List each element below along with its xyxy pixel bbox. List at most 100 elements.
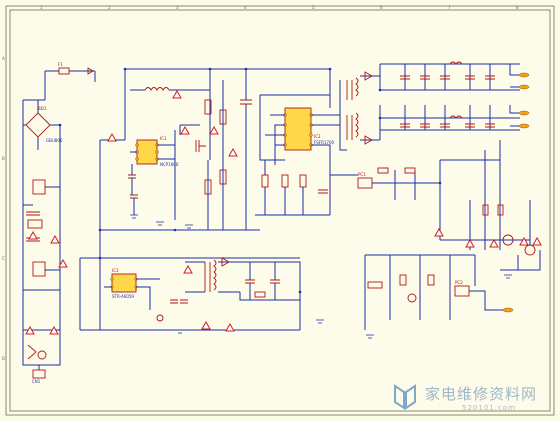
resistor-r8 (377, 167, 389, 174)
resistor-r12 (254, 291, 266, 298)
thermistor (37, 350, 47, 360)
output-inductor-2 (449, 115, 463, 119)
tick-top-8: 8 (516, 5, 519, 10)
opto1-label: PC1 (358, 172, 366, 177)
x-cap-box (27, 219, 43, 229)
tick-top-4: 4 (244, 5, 247, 10)
output-pin-4 (518, 123, 530, 129)
output-pin-1 (518, 72, 530, 78)
warning-icon (58, 258, 68, 268)
cm-choke-2 (32, 261, 46, 277)
tick-top-2: 2 (108, 5, 111, 10)
tick-side-a: A (2, 56, 5, 61)
standby-section: IC3 STR-A6059 (79, 257, 324, 334)
output-section (364, 61, 530, 145)
sheet-inner-frame (9, 9, 551, 412)
fuse-label: F1 (58, 62, 63, 67)
resistor-r5 (261, 174, 269, 188)
pfc-ic-ref: IC1 (160, 136, 167, 141)
standby-ic (111, 273, 137, 293)
tick-side-c: C (2, 256, 5, 261)
warning-icon (183, 264, 193, 274)
tick-top-1: 1 (40, 5, 43, 10)
bulk-capacitor (240, 99, 252, 105)
output-pin-2 (518, 84, 530, 90)
opto2-label: PC2 (455, 280, 463, 285)
main-transformer (346, 77, 359, 100)
pwm-section: IC2 FSFR1700 (255, 69, 380, 216)
watermark-logo-icon (394, 384, 416, 410)
resistor-r7 (299, 174, 307, 188)
resistor-r1 (204, 99, 212, 115)
pfc-section: IC1 NCP1606 (99, 68, 330, 260)
resistor-r10 (482, 204, 489, 216)
warning-icon (172, 89, 182, 99)
pwm-ic-part: FSFR1700 (314, 140, 334, 145)
bridge-rectifier (25, 112, 51, 138)
warning-icon (519, 236, 529, 246)
warning-icon (28, 230, 38, 240)
ac-input-section: F1 BD1 GBU806 CN1 (22, 62, 96, 384)
warning-markers (25, 89, 542, 335)
tick-top-6: 6 (380, 5, 383, 10)
pfc-mosfet (195, 140, 206, 152)
junction-dots (58, 67, 442, 294)
tick-side-b: B (2, 156, 5, 161)
optocoupler-2 (454, 285, 470, 297)
output-diode-1 (364, 71, 373, 81)
bridge-ref-label: BD1 (38, 106, 47, 111)
border-ticks-top: 1 2 3 4 5 6 7 8 (40, 5, 519, 10)
transistor-q2 (524, 244, 536, 256)
resistor-r14 (427, 274, 435, 286)
transistor-q3 (407, 293, 417, 303)
control-section: PC2 (364, 254, 514, 339)
red-zone-box (367, 281, 383, 289)
warning-icon (180, 125, 190, 135)
optocoupler-1 (357, 177, 373, 189)
border-ticks-side: A B C D (2, 56, 5, 361)
warning-icon (489, 238, 499, 248)
pwm-ic-ref: IC2 (314, 134, 321, 139)
watermark-title: 家电维修资料网 (425, 385, 538, 403)
standby-transformer (204, 259, 217, 292)
tick-top-3: 3 (176, 5, 179, 10)
sheet-frame (5, 5, 555, 416)
warning-icon (25, 325, 35, 335)
warning-icon (107, 132, 117, 142)
standby-ic-ref: IC3 (112, 268, 119, 273)
tick-top-5: 5 (312, 5, 315, 10)
warning-icon (228, 147, 238, 157)
output-inductor-1 (449, 61, 463, 65)
ac-connector (32, 369, 46, 379)
connector-label: CN1 (32, 379, 41, 384)
warning-icon (209, 125, 219, 135)
resistor-r13 (399, 274, 407, 286)
pfc-inductor (144, 87, 170, 91)
output-diode-2 (364, 135, 373, 145)
warning-icon (225, 322, 235, 332)
input-diode (87, 67, 94, 75)
watermark-url: 520101.com (462, 404, 516, 412)
warning-icon (49, 325, 59, 335)
transformer-secondary (346, 112, 359, 140)
tick-side-d: D (2, 356, 5, 361)
standby-ic-part: STR-A6059 (112, 294, 134, 299)
output-pin-3 (518, 110, 530, 116)
resistor-r11 (497, 204, 504, 216)
standby-diode (221, 257, 230, 267)
resistor-r9 (404, 167, 416, 174)
control-pin (502, 307, 514, 313)
cm-choke-1 (32, 179, 46, 195)
warning-icon (50, 234, 60, 244)
bridge-part-label: GBU806 (46, 138, 63, 143)
warning-icon (434, 227, 444, 237)
feedback-section: PC1 (330, 140, 541, 279)
pfc-ic-part: NCP1606 (160, 162, 179, 167)
fuse (58, 67, 70, 75)
pwm-ic (284, 107, 312, 151)
warning-icon (465, 238, 475, 248)
pfc-ic (136, 139, 158, 165)
tick-top-7: 7 (448, 5, 451, 10)
